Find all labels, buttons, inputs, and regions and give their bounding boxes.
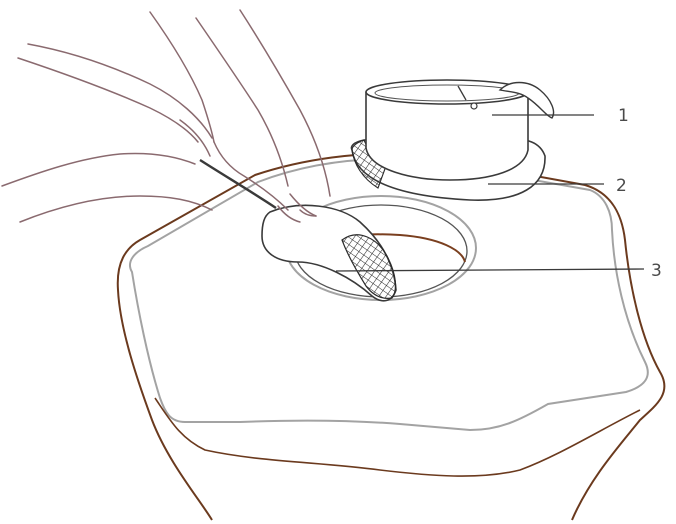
container-hole <box>471 103 477 109</box>
callout-label-1: 1 <box>618 106 629 126</box>
container-rim <box>366 80 528 104</box>
callout-label-3: 3 <box>651 261 662 281</box>
container-body <box>366 92 528 180</box>
callout-label-2: 2 <box>616 176 627 196</box>
container-assembly <box>352 80 554 200</box>
